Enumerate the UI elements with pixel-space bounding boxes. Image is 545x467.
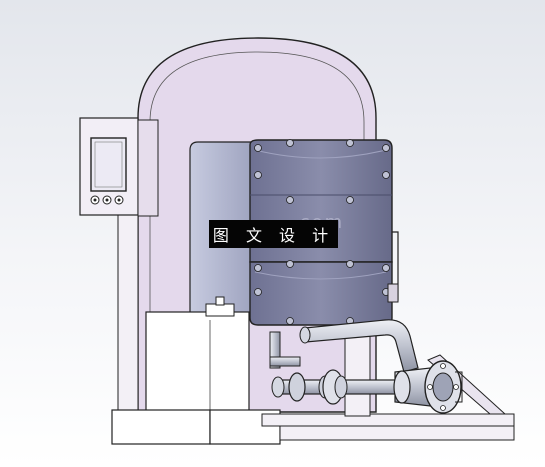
knob-icon bbox=[90, 195, 100, 205]
knob-icon bbox=[114, 195, 124, 205]
pipework bbox=[269, 319, 463, 414]
watermark-label: 图 文 设 计 bbox=[209, 220, 338, 248]
base-cabinet bbox=[111, 296, 281, 445]
control-panel bbox=[79, 117, 159, 416]
knob-icon bbox=[102, 195, 112, 205]
display-screen bbox=[90, 137, 127, 192]
